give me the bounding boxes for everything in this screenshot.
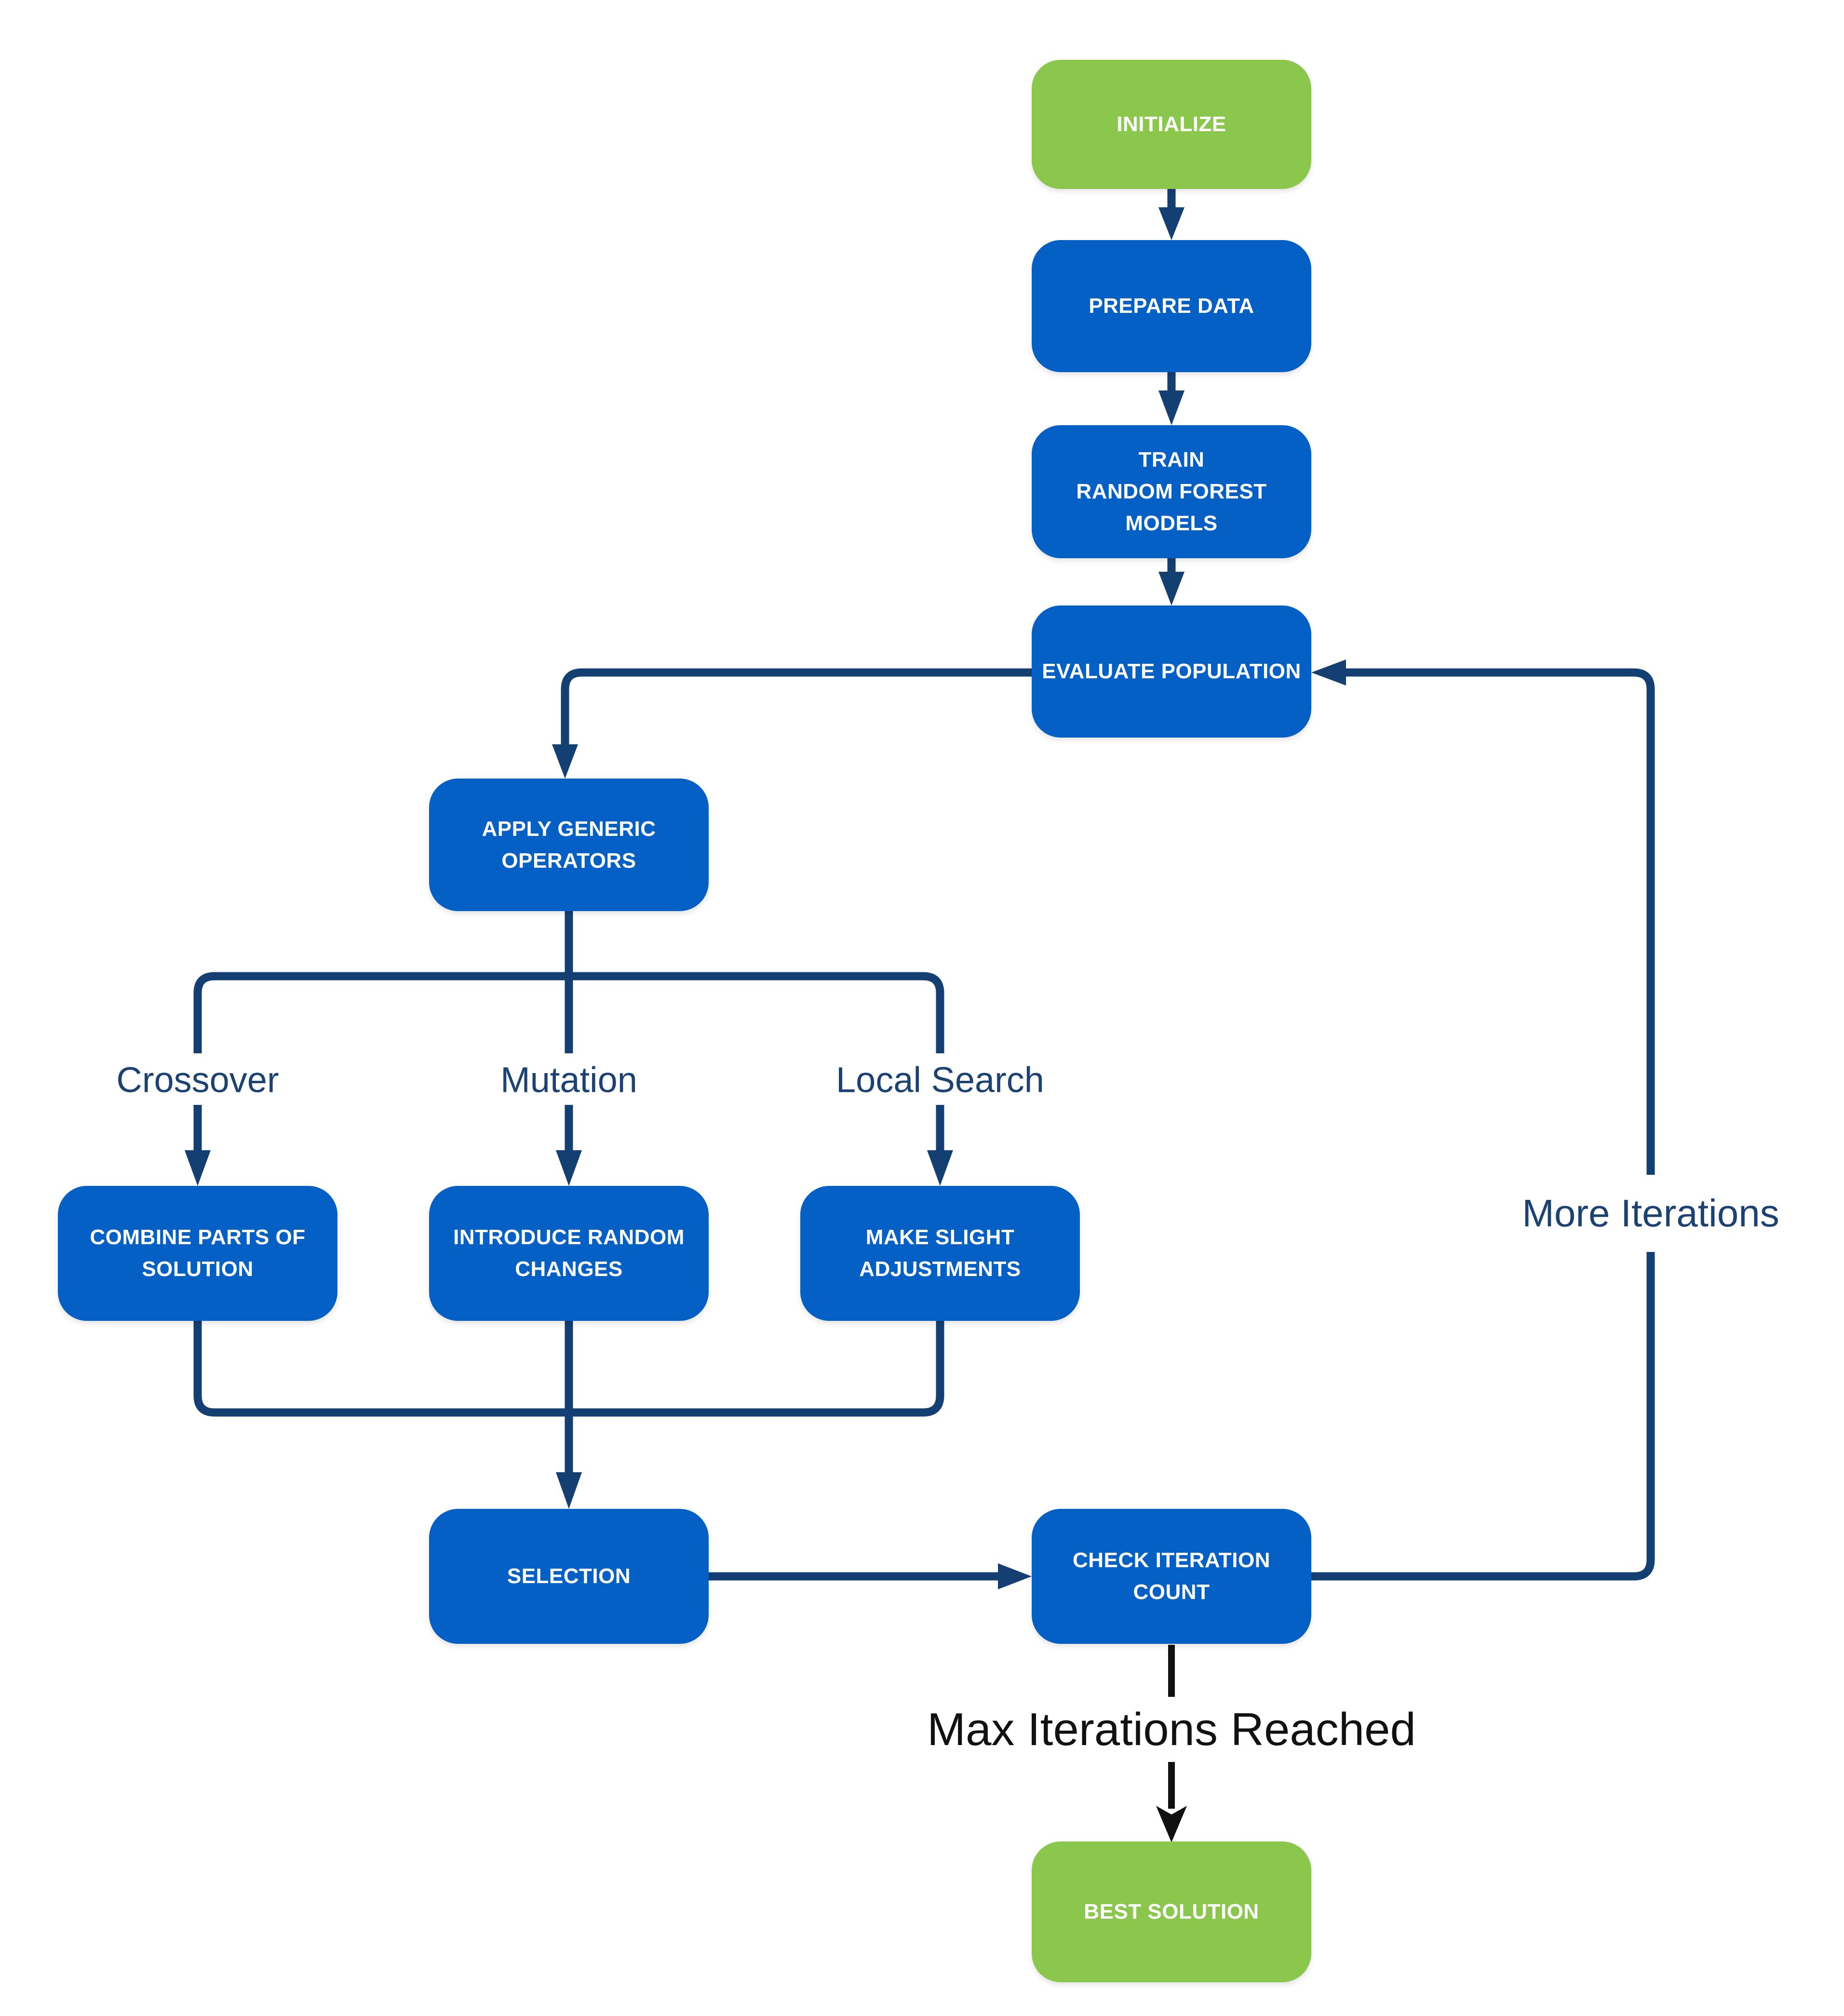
- node-label: EVALUATE POPULATION: [1042, 659, 1301, 683]
- node-selection: SELECTION: [429, 1509, 709, 1644]
- edge-train-models-to-evaluate-population: [1158, 558, 1184, 605]
- edge-selection-to-check-iteration: [709, 1563, 1032, 1589]
- edge-apply-operators-to-split-bar: [193, 911, 944, 1053]
- node-initialize: INITIALIZE: [1032, 60, 1311, 189]
- edge-local-search-arrow: [927, 1105, 953, 1186]
- node-label: INITIALIZE: [1117, 112, 1226, 136]
- edge-mutation-arrow: [556, 1105, 582, 1186]
- edge-prepare-data-to-train-models: [1158, 372, 1184, 425]
- node-make-slight-adjustments: MAKE SLIGHT ADJUSTMENTS: [800, 1186, 1080, 1321]
- node-check-iteration-count: CHECK ITERATION COUNT: [1032, 1509, 1311, 1644]
- edge-label-mutation: Mutation: [500, 1060, 637, 1100]
- node-label: BEST SOLUTION: [1084, 1900, 1259, 1923]
- edge-more-iterations-loop: [1311, 659, 1655, 1581]
- edge-label-crossover: Crossover: [116, 1060, 279, 1100]
- node-train-random-forest-models: TRAIN RANDOM FOREST MODELS: [1032, 425, 1311, 558]
- node-label: SELECTION: [507, 1564, 631, 1588]
- edge-max-iterations-to-best-solution: [1156, 1645, 1187, 1842]
- node-label: CHECK ITERATION COUNT: [1072, 1548, 1270, 1604]
- node-label: MAKE SLIGHT ADJUSTMENTS: [859, 1225, 1021, 1281]
- edge-label-local-search: Local Search: [836, 1060, 1044, 1100]
- node-evaluate-population: EVALUATE POPULATION: [1032, 605, 1311, 738]
- edge-evaluate-population-to-apply-operators: [552, 668, 1032, 779]
- node-label: COMBINE PARTS OF SOLUTION: [90, 1225, 306, 1281]
- node-label: INTRODUCE RANDOM CHANGES: [453, 1225, 685, 1281]
- edge-merge-to-selection: [556, 1321, 582, 1509]
- edge-initialize-to-prepare-data: [1158, 189, 1184, 240]
- node-label: TRAIN RANDOM FOREST MODELS: [1076, 448, 1267, 535]
- node-best-solution: BEST SOLUTION: [1032, 1841, 1311, 1982]
- node-label: APPLY GENERIC OPERATORS: [482, 817, 656, 873]
- node-introduce-random-changes: INTRODUCE RANDOM CHANGES: [429, 1186, 709, 1321]
- node-label: PREPARE DATA: [1089, 294, 1254, 318]
- node-prepare-data: PREPARE DATA: [1032, 240, 1311, 372]
- edge-crossover-arrow: [185, 1105, 211, 1186]
- edge-label-more-iterations: More Iterations: [1522, 1192, 1779, 1235]
- node-apply-generic-operators: APPLY GENERIC OPERATORS: [429, 779, 709, 911]
- edge-label-max-iterations-reached: Max Iterations Reached: [927, 1704, 1416, 1755]
- node-combine-parts-of-solution: COMBINE PARTS OF SOLUTION: [58, 1186, 337, 1321]
